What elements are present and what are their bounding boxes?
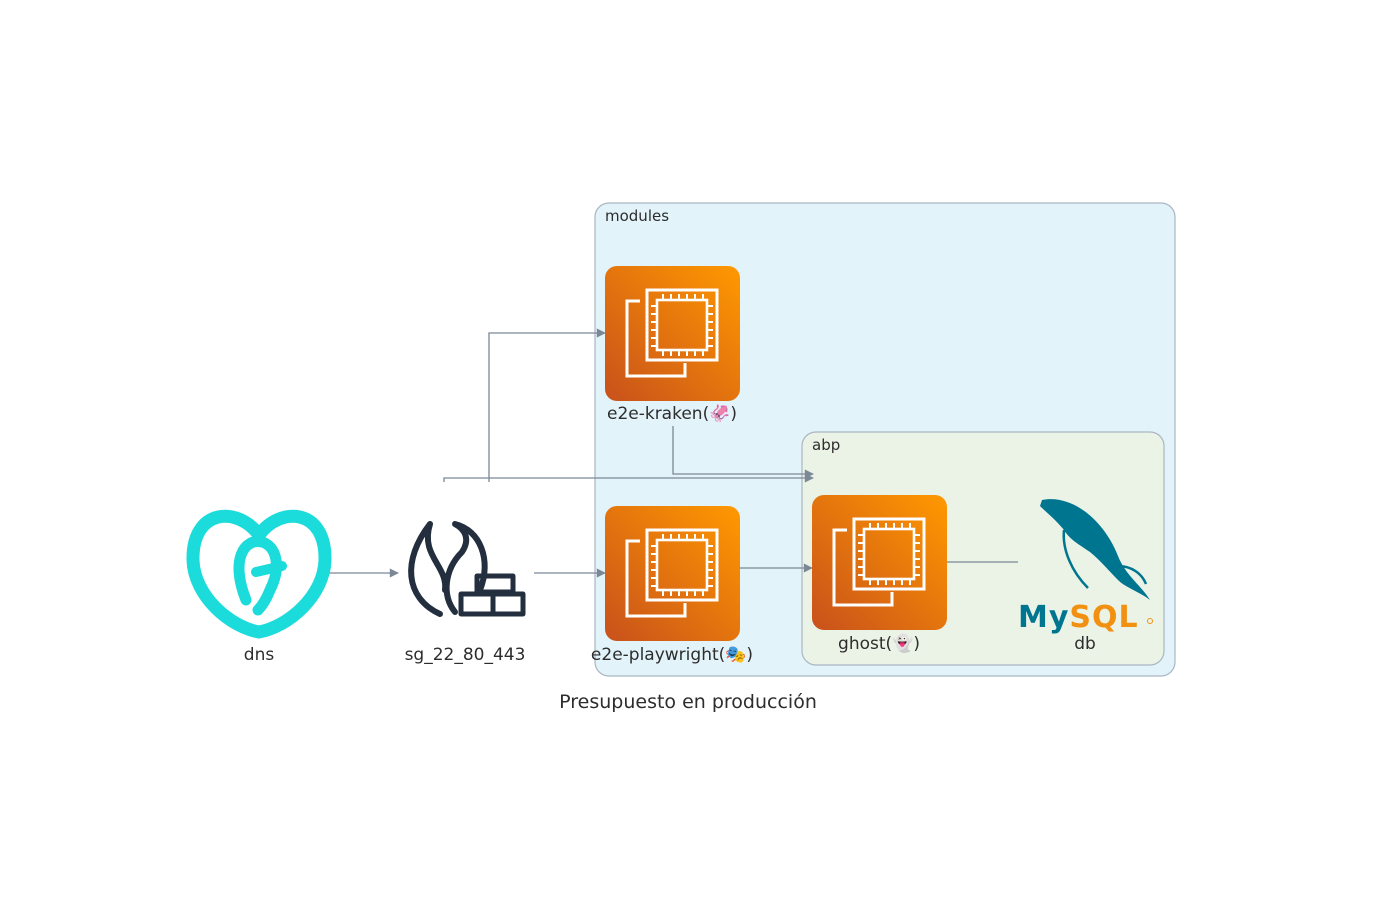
node-db-label: db [1074,634,1096,654]
node-ghost-label: ghost(👻) [838,633,920,654]
node-dns-label: dns [244,645,275,665]
edge-firewall-kraken [488,328,606,482]
cluster-abp-label: abp [812,436,840,454]
firewall-icon [408,521,526,617]
node-playwright[interactable] [605,506,740,641]
mysql-wordmark: MySQL [1018,600,1139,635]
node-db[interactable]: MySQL db [1018,499,1153,654]
edge-kraken-abp [672,426,814,479]
node-kraken-label: e2e-kraken(🦑) [607,403,737,424]
node-ghost[interactable] [812,495,947,630]
node-playwright-label: e2e-playwright(🎭) [591,645,753,665]
cluster-modules-label: modules [605,207,669,225]
edges [327,328,1018,578]
mysql-icon: MySQL [1018,499,1153,635]
edge-firewall-abp [443,473,814,483]
node-firewall-label: sg_22_80_443 [405,645,526,665]
node-firewall[interactable]: sg_22_80_443 [405,521,526,665]
ec2-icon [605,266,740,401]
ec2-icon [605,506,740,641]
node-dns[interactable]: dns [186,509,332,665]
node-kraken[interactable] [605,266,740,401]
godaddy-icon [186,509,332,639]
diagram-caption: Presupuesto en producción [559,691,817,713]
ec2-icon [812,495,947,630]
